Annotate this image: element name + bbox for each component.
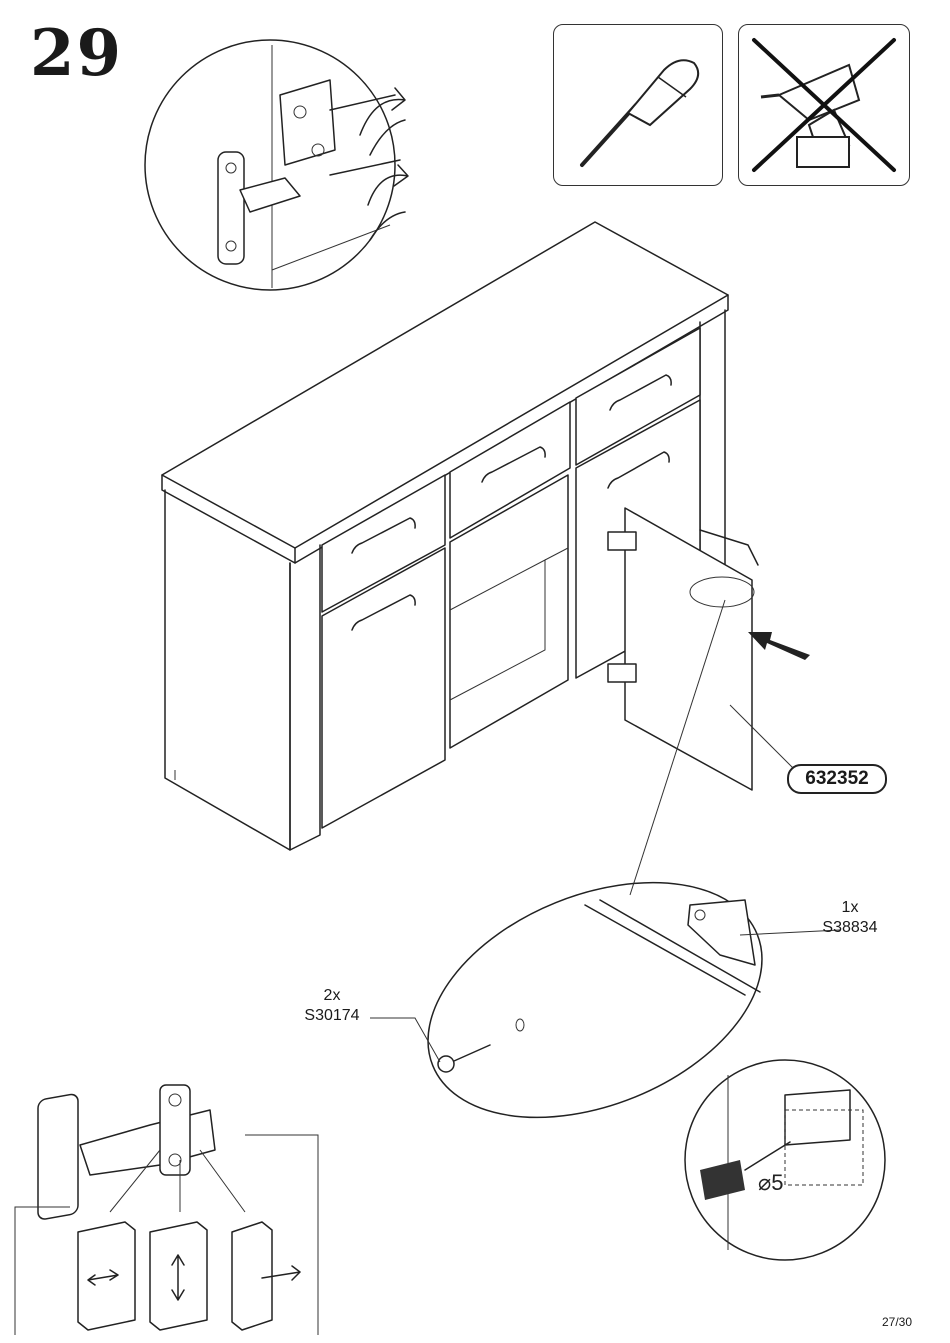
hardware-qty: 2x bbox=[292, 986, 372, 1006]
screwdriver-icon bbox=[554, 25, 722, 185]
drill-diameter-label: ⌀5 bbox=[758, 1170, 783, 1195]
hardware-label-screw: 2x S30174 bbox=[292, 986, 372, 1026]
power-drill-tool-box bbox=[738, 24, 910, 186]
power-drill-icon bbox=[739, 25, 909, 185]
drill-hole-detail: ⌀5 bbox=[685, 1060, 885, 1260]
hardware-qty: 1x bbox=[810, 898, 890, 918]
part-number-badge: 632352 bbox=[787, 764, 887, 794]
hardware-code: S30174 bbox=[292, 1006, 372, 1026]
hardware-code: S38834 bbox=[810, 918, 890, 938]
hinge-adjust-detail bbox=[145, 40, 408, 290]
page-number: 27/30 bbox=[882, 1315, 912, 1329]
sideboard-cabinet bbox=[162, 222, 810, 850]
hinge-adjustment-diagram bbox=[15, 1085, 318, 1335]
hardware-label-bumper: 1x S38834 bbox=[810, 898, 890, 938]
screwdriver-tool-box bbox=[553, 24, 723, 186]
